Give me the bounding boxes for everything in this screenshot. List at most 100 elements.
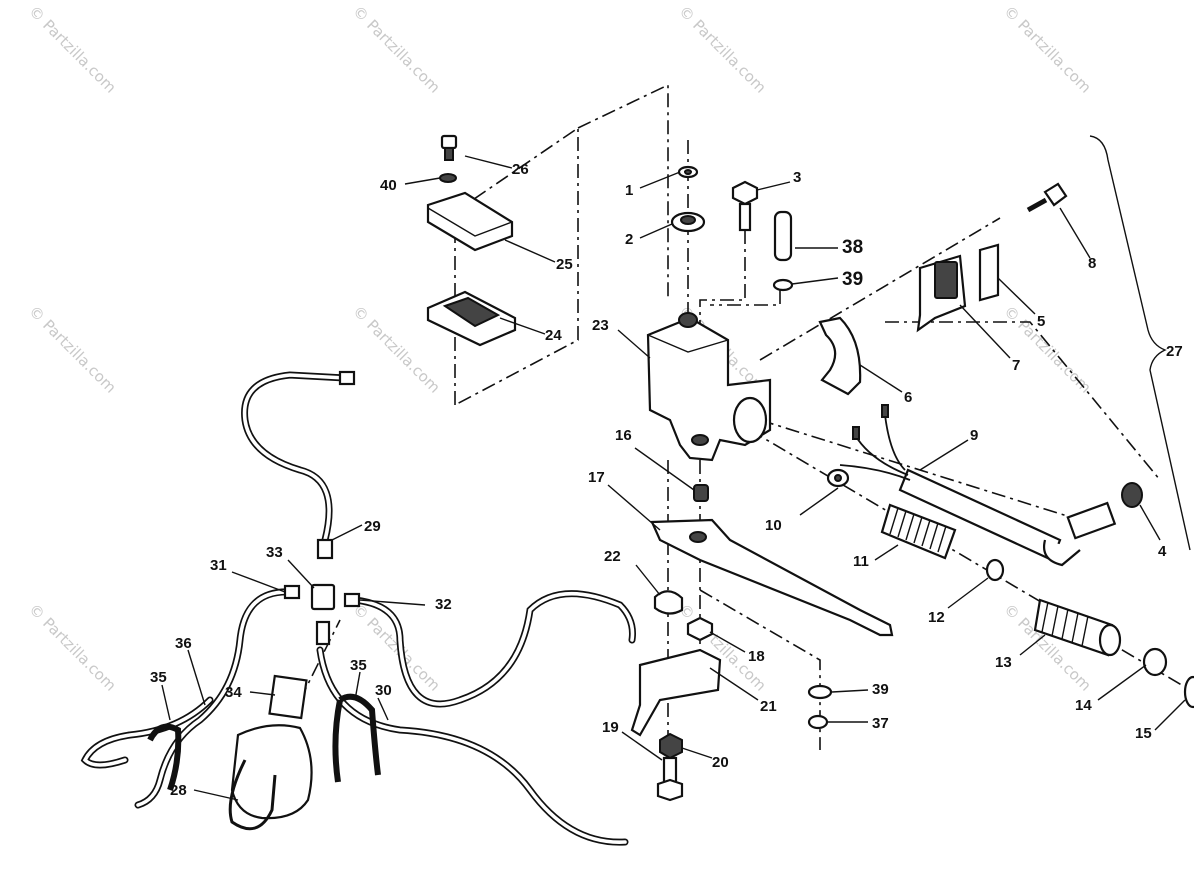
leader-lines	[161, 155, 1186, 801]
pin-38	[773, 210, 793, 262]
bolt-19-head	[656, 778, 684, 802]
cylinder-boss	[691, 434, 709, 446]
nut-20	[659, 732, 683, 760]
watermark: © Partzilla.com	[675, 2, 770, 97]
callout-29: 29	[364, 518, 381, 535]
seal-14	[1142, 647, 1168, 677]
reservoir-28-strap	[228, 759, 277, 831]
clamp-6	[818, 316, 862, 396]
bracket-34	[268, 674, 308, 720]
screw-26-shank	[444, 147, 454, 161]
wire-terminal	[881, 404, 889, 418]
spring-11	[880, 503, 957, 560]
callout-22: 22	[604, 548, 621, 565]
callout-13: 13	[995, 654, 1012, 671]
callout-31: 31	[210, 557, 227, 574]
boot-2-hole	[680, 215, 696, 225]
callout-15: 15	[1135, 725, 1152, 742]
bolt-3-shank	[738, 202, 752, 232]
bolt-8-shank	[1026, 197, 1048, 213]
clamp-35-right	[332, 693, 381, 783]
callout-39-top: 39	[842, 269, 863, 290]
callout-10: 10	[765, 517, 782, 534]
fitting-bottom	[315, 620, 331, 646]
lever-parts	[630, 484, 894, 802]
part-15	[1183, 675, 1194, 709]
callout-4: 4	[1158, 543, 1167, 560]
callout-19: 19	[602, 719, 619, 736]
bracket-21	[630, 648, 722, 737]
callout-6: 6	[904, 389, 912, 406]
hose-29-lower-fitting	[316, 538, 334, 560]
tee-fitting-33	[310, 583, 336, 611]
washer-1-hole	[684, 169, 692, 175]
fitting-right	[343, 592, 361, 608]
callout-1: 1	[625, 182, 633, 199]
callout-33: 33	[266, 544, 283, 561]
callout-28: 28	[170, 782, 187, 799]
callout-16: 16	[615, 427, 632, 444]
reservoir-parts	[426, 134, 517, 347]
cable-9-end	[1043, 539, 1081, 567]
callout-34: 34	[225, 684, 242, 701]
callout-17: 17	[588, 469, 605, 486]
callout-26: 26	[512, 161, 529, 178]
clamp-and-switch	[818, 182, 1068, 396]
lever-17-hole	[689, 531, 707, 543]
reservoir-28	[230, 724, 313, 820]
watermark: © Partzilla.com	[25, 2, 120, 97]
wire-terminal	[852, 426, 860, 440]
callout-23: 23	[592, 317, 609, 334]
nut-18	[686, 616, 714, 642]
watermark: © Partzilla.com	[25, 302, 120, 397]
screw-26	[440, 134, 458, 150]
cylinder-port	[678, 312, 698, 328]
callout-35-right: 35	[350, 657, 367, 674]
callout-39-bottom: 39	[872, 681, 889, 698]
lever-17	[650, 518, 894, 637]
pivot-16	[693, 484, 709, 502]
callout-18: 18	[748, 648, 765, 665]
master-cylinder	[646, 312, 772, 462]
callout-24: 24	[545, 327, 562, 344]
callout-30: 30	[375, 682, 392, 699]
watermark: © Partzilla.com	[1000, 2, 1095, 97]
hose-clamps	[147, 674, 381, 831]
diaphragm-24-inner	[442, 296, 501, 328]
spring-13-cap	[1098, 623, 1122, 657]
callout-21: 21	[760, 698, 777, 715]
callout-38: 38	[842, 237, 863, 258]
spring-13-coils	[1041, 601, 1089, 647]
reservoir-cover-25-top	[427, 207, 513, 237]
connector-4	[1121, 482, 1143, 508]
clip-37	[807, 714, 829, 730]
group-bracket	[1089, 135, 1191, 551]
switch-7	[934, 261, 958, 299]
watermark: © Partzilla.com	[25, 600, 120, 695]
callout-11: 11	[853, 553, 869, 570]
washer-39-top	[772, 278, 794, 292]
callout-14: 14	[1075, 697, 1092, 714]
callout-7: 7	[1012, 357, 1020, 374]
callout-5: 5	[1037, 313, 1045, 330]
clamp-35-left	[147, 723, 182, 791]
brake-hoses	[80, 370, 636, 846]
washer-40	[439, 173, 457, 183]
fitting-left	[283, 584, 301, 600]
spring-22	[653, 590, 684, 615]
washer-10-hole	[834, 474, 842, 482]
top-hardware	[670, 165, 794, 292]
callouts: 1 2 3 4 5 6 7 8 9 10 11 12 13 14 15 16 1…	[150, 161, 1183, 799]
washer-12	[985, 558, 1005, 582]
callout-36: 36	[175, 635, 192, 652]
spring-11-coils	[889, 507, 947, 553]
callout-35-left: 35	[150, 669, 167, 686]
callout-20: 20	[712, 754, 729, 771]
spring-parts	[880, 503, 1194, 709]
callout-2: 2	[625, 231, 633, 248]
callout-12: 12	[928, 609, 945, 626]
reservoir-cover-25	[426, 191, 514, 252]
callout-32: 32	[435, 596, 452, 613]
throttle-cable	[826, 404, 1143, 567]
